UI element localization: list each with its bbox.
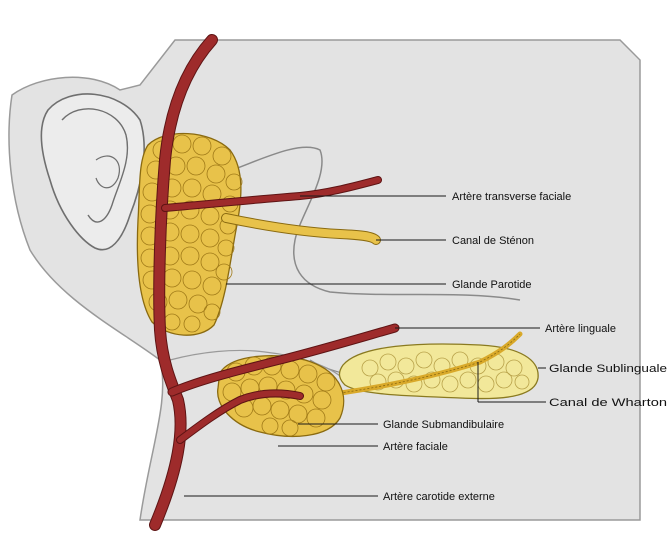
label-canal-stenon: Canal de Sténon <box>452 235 534 247</box>
label-glande-sublinguale: Glande Sublinguale <box>549 363 667 375</box>
label-artere-carotide-externe: Artère carotide externe <box>383 491 495 503</box>
stensen-duct-fill <box>222 214 380 244</box>
head-silhouette <box>8 39 641 521</box>
wharton-duct-outline <box>299 333 521 399</box>
transverse-facial-artery <box>162 177 381 211</box>
facial-artery <box>177 390 303 443</box>
external-carotid-artery <box>150 35 217 530</box>
leader-lines <box>184 195 546 497</box>
arteries <box>149 34 400 531</box>
lingual-artery <box>168 324 399 396</box>
labels: Artère transverse faciale Canal de Sténo… <box>383 191 667 503</box>
label-artere-faciale: Artère faciale <box>383 441 448 453</box>
label-glande-parotide: Glande Parotide <box>452 279 532 291</box>
label-artere-linguale: Artère linguale <box>545 323 616 335</box>
label-glande-submandibulaire: Glande Submandibulaire <box>383 419 504 431</box>
ear-inner-fold <box>61 108 129 223</box>
ear <box>40 93 145 251</box>
label-artere-transverse-faciale: Artère transverse faciale <box>452 191 571 203</box>
cheek-contour <box>231 146 521 301</box>
sublingual-texture <box>361 351 530 393</box>
ear-canal <box>95 155 120 189</box>
jaw-contour <box>169 349 346 381</box>
label-canal-wharton: Canal de Wharton <box>549 397 667 409</box>
